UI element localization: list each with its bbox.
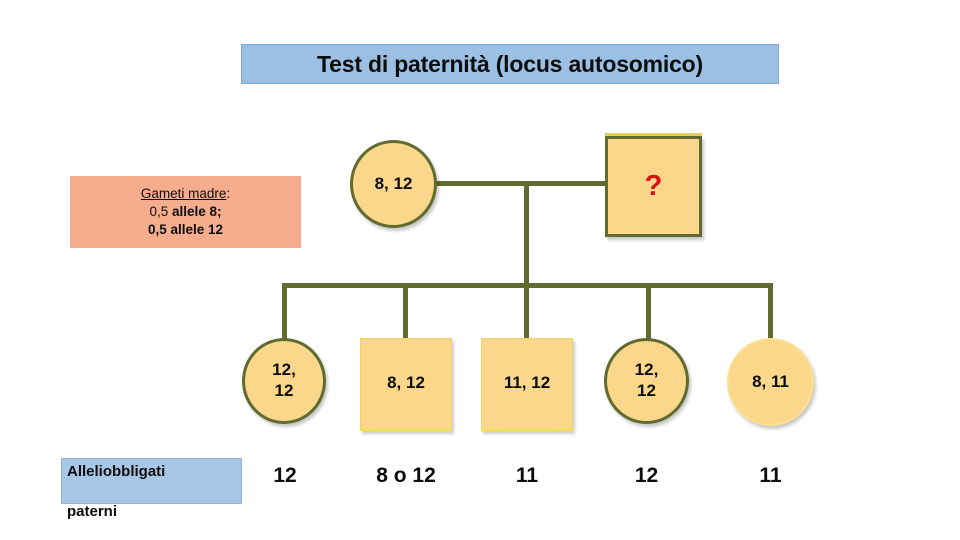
pedigree-child-1-circle[interactable]: 12, 12 xyxy=(242,338,326,424)
maternal-gametes-line-3: 0,5 allele 12 xyxy=(147,221,224,237)
mother-genotype-label: 8, 12 xyxy=(374,173,413,193)
child-drop-line-2 xyxy=(403,283,408,339)
child-1-genotype-line-1: 12, xyxy=(272,360,296,380)
child-3-genotype-label: 11, 12 xyxy=(503,373,551,393)
child-4-genotype-line-2: 12 xyxy=(637,381,656,400)
maternal-gametes-line-2-bold: allele 8; xyxy=(172,204,222,220)
child-4-genotype-line-1: 12, xyxy=(634,360,659,380)
maternal-gametes-heading-colon: : xyxy=(226,186,231,202)
child-drop-line-1 xyxy=(282,283,287,339)
paternal-alleles-note: Alleliobbligati paterni xyxy=(61,458,242,520)
child-drop-line-3 xyxy=(524,283,529,339)
obligate-allele-child-4: 12 xyxy=(634,464,659,487)
pedigree-child-5-circle[interactable]: 8, 11 xyxy=(727,338,814,426)
obligate-allele-child-2: 8 o 12 xyxy=(376,464,436,487)
obligate-allele-child-3: 11 xyxy=(515,464,539,487)
child-drop-line-4 xyxy=(646,283,651,339)
paternal-alleles-word-alleli: Alleli xyxy=(67,463,103,480)
pedigree-mother-circle[interactable]: 8, 12 xyxy=(350,140,437,228)
pedigree-child-4-circle[interactable]: 12, 12 xyxy=(604,338,689,424)
pedigree-father-square[interactable]: ? xyxy=(605,136,702,237)
pedigree-child-2-square[interactable]: 8, 12 xyxy=(360,338,452,431)
pedigree-child-3-square[interactable]: 11, 12 xyxy=(481,338,573,431)
child-drop-line-5 xyxy=(768,283,773,339)
child-1-genotype-label: 12, 12 xyxy=(272,360,296,401)
child-1-genotype-line-2: 12 xyxy=(274,381,294,400)
maternal-gametes-note: Gameti madre: 0,5 allele 8; 0,5 allele 1… xyxy=(70,176,301,248)
obligate-allele-child-5: 11 xyxy=(759,464,782,487)
paternal-alleles-line-1: Alleliobbligati xyxy=(67,462,236,502)
paternal-alleles-line-2: paterni xyxy=(67,502,118,520)
maternal-gametes-line-2-prefix: 0,5 xyxy=(149,204,172,220)
descent-line xyxy=(524,181,529,288)
father-unknown-genotype-label: ? xyxy=(644,170,663,202)
slide-title-banner: Test di paternità (locus autosomico) xyxy=(241,44,779,84)
child-4-genotype-label: 12, 12 xyxy=(635,360,659,401)
paternal-alleles-word-obbligati: obbligati xyxy=(102,463,166,480)
child-5-genotype-label: 8, 11 xyxy=(752,371,789,391)
maternal-gametes-heading: Gameti madre: xyxy=(141,185,230,203)
father-top-strip xyxy=(605,133,702,136)
page-title: Test di paternità (locus autosomico) xyxy=(317,50,703,77)
obligate-allele-child-1: 12 xyxy=(273,464,297,487)
mating-line xyxy=(433,181,609,186)
child-2-genotype-label: 8, 12 xyxy=(387,373,425,393)
maternal-gametes-heading-underlined: Gameti madre xyxy=(140,186,227,202)
maternal-gametes-line-2: 0,5 allele 8; xyxy=(149,203,221,221)
